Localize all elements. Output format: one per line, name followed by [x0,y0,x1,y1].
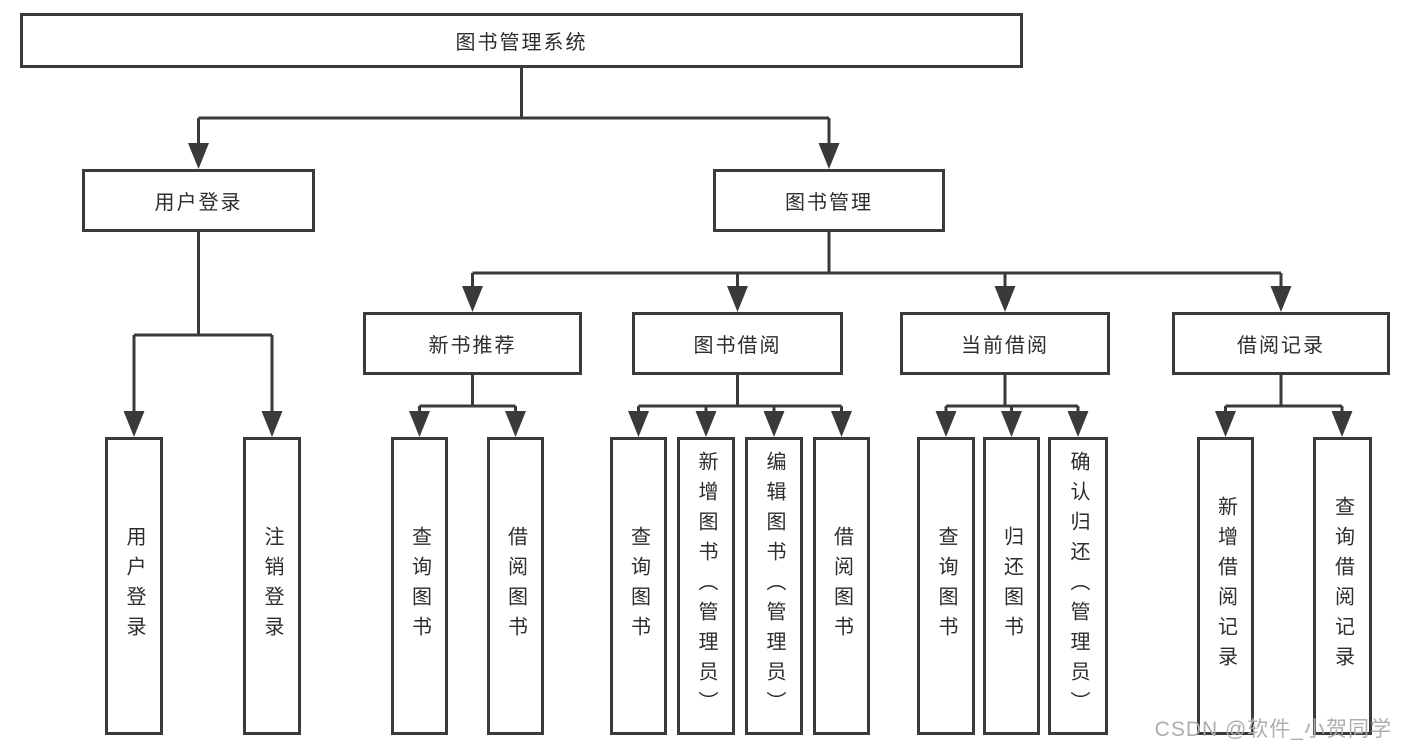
node-label: 查询图书 [935,526,957,646]
node-label: 借阅图书 [504,526,527,646]
node-records-query-record: 查询借阅记录 [1313,437,1372,735]
node-label: 查询图书 [408,526,431,646]
node-new-book-recommend: 新书推荐 [363,312,582,375]
node-label: 用户登录 [154,192,243,214]
csdn-watermark: CSDN @软件_小贺同学 [1154,718,1392,741]
node-label: 新增借阅记录 [1214,496,1237,676]
node-label: 用户登录 [123,526,145,646]
node-borrowing-add-books-admin: 新增图书（管理员） [677,437,735,735]
node-borrowing-records: 借阅记录 [1172,312,1390,375]
node-logout: 注销登录 [243,437,301,735]
node-borrowing-borrow-books: 借阅图书 [813,437,870,735]
node-current-confirm-return-admin: 确认归还（管理员） [1048,437,1108,735]
node-label: 查询图书 [627,526,650,646]
node-label: 查询借阅记录 [1331,496,1354,676]
node-label: 新书推荐 [428,335,517,357]
node-user-login: 用户登录 [105,437,163,735]
node-label: 借阅记录 [1237,335,1325,357]
node-library-system: 图书管理系统 [20,13,1023,68]
node-label: 图书借阅 [693,335,782,357]
node-recommend-borrow-books: 借阅图书 [487,437,544,735]
node-label: 新增图书（管理员） [695,451,717,721]
node-current-query-books: 查询图书 [917,437,975,735]
node-current-borrowing: 当前借阅 [900,312,1110,375]
node-label: 当前借阅 [961,335,1049,357]
node-book-management: 图书管理 [713,169,945,232]
node-label: 编辑图书（管理员） [763,451,785,721]
node-recommend-query-books: 查询图书 [391,437,448,735]
node-label: 图书管理 [785,192,873,214]
node-label: 确认归还（管理员） [1067,451,1089,721]
node-borrowing-query-books: 查询图书 [610,437,667,735]
node-borrowing-edit-books-admin: 编辑图书（管理员） [745,437,803,735]
node-label: 借阅图书 [830,526,853,646]
node-current-return-books: 归还图书 [983,437,1040,735]
node-label: 归还图书 [1000,526,1023,646]
node-label: 图书管理系统 [455,32,588,54]
node-user-login-group: 用户登录 [82,169,315,232]
node-label: 注销登录 [261,526,283,646]
node-book-borrowing: 图书借阅 [632,312,843,375]
node-records-add-record: 新增借阅记录 [1197,437,1254,735]
